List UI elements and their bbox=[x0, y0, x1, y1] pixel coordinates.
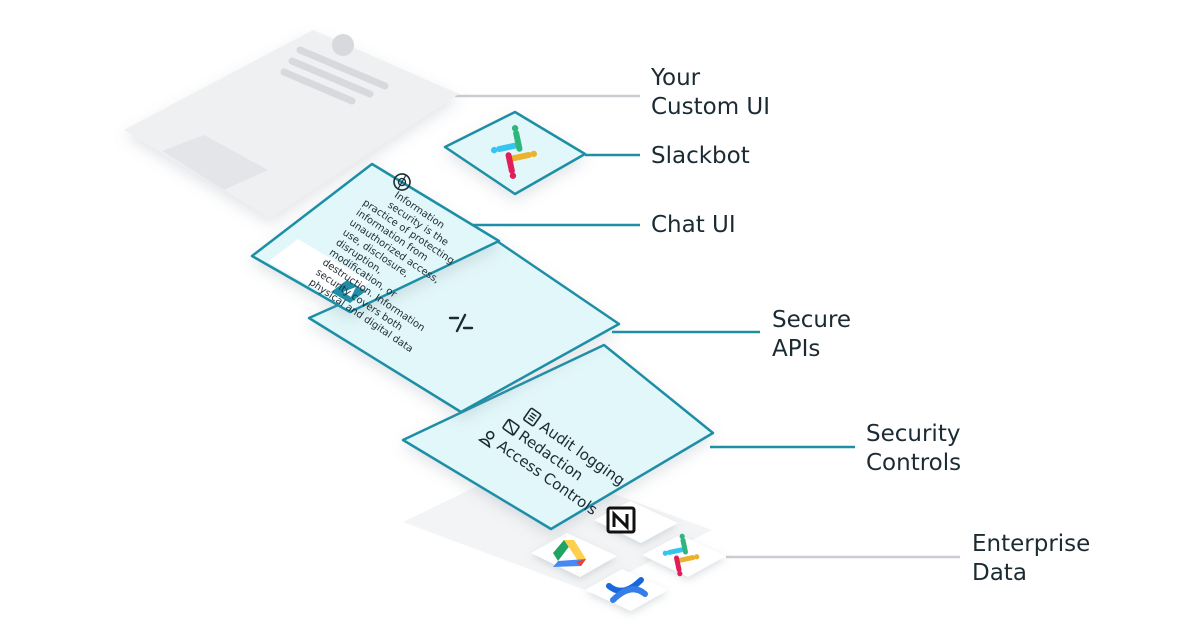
label-security-controls: Security Controls bbox=[866, 420, 961, 478]
connectors bbox=[455, 94, 960, 559]
label-chat-ui: Chat UI bbox=[651, 212, 736, 238]
input-placeholder bbox=[162, 135, 268, 190]
access-control-icon bbox=[477, 430, 495, 449]
notion-tile bbox=[594, 501, 678, 543]
text-placeholder-lines bbox=[280, 46, 389, 105]
slack-tile bbox=[642, 533, 726, 577]
label-secure-apis-line1: Secure bbox=[772, 307, 852, 333]
audit-log-icon bbox=[523, 407, 542, 427]
label-enterprise-data-line2: Data bbox=[972, 560, 1027, 586]
label-slackbot: Slackbot bbox=[651, 143, 750, 169]
google-drive-tile bbox=[531, 533, 617, 577]
confluence-tile bbox=[585, 569, 668, 611]
api-icon bbox=[448, 313, 474, 333]
google-drive-logo-icon bbox=[553, 540, 586, 567]
security-controls-layer: Audit logging Redaction Access Controls bbox=[401, 343, 715, 531]
label-custom-ui-line2: Custom UI bbox=[651, 94, 771, 120]
avatar bbox=[332, 34, 354, 56]
redaction-icon bbox=[502, 418, 520, 436]
label-enterprise-data-line1: Enterprise bbox=[972, 531, 1091, 557]
label-secure-apis: Secure APIs bbox=[772, 306, 851, 364]
label-custom-ui: Your Custom UI bbox=[651, 64, 770, 122]
slackbot-layer bbox=[443, 110, 587, 196]
slack-logo-icon bbox=[490, 125, 538, 179]
enterprise-data-platform bbox=[403, 462, 712, 592]
custom-ui-layer bbox=[124, 30, 459, 218]
confluence-logo-icon bbox=[606, 577, 648, 603]
label-secure-apis-line2: APIs bbox=[772, 336, 821, 362]
notion-logo-icon bbox=[606, 506, 636, 534]
slack-logo-icon bbox=[662, 533, 700, 577]
label-custom-ui-line1: Your bbox=[651, 65, 701, 91]
label-security-controls-line2: Controls bbox=[866, 450, 962, 476]
label-enterprise-data: Enterprise Data bbox=[972, 530, 1090, 588]
enterprise-data-sources bbox=[531, 501, 726, 611]
send-icon bbox=[343, 287, 356, 297]
openai-logo-icon bbox=[393, 173, 411, 191]
label-security-controls-line1: Security bbox=[866, 421, 961, 447]
